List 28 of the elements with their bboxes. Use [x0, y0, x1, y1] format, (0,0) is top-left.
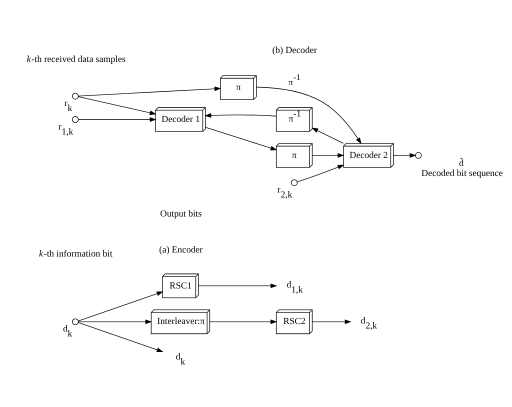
arrow — [205, 126, 278, 150]
arrow — [78, 322, 164, 352]
arrow — [78, 86, 222, 96]
arrow — [312, 152, 344, 158]
node-circle — [72, 92, 79, 100]
arrow — [204, 112, 277, 118]
arrow — [78, 96, 156, 115]
arrow — [311, 127, 344, 144]
arrow — [209, 318, 278, 324]
node-circle — [72, 116, 79, 122]
label: k-th information bit — [39, 248, 112, 259]
node-label: d̄ — [458, 158, 464, 168]
label: (a) Encoder — [159, 244, 203, 255]
node-circle — [415, 152, 422, 158]
arrow — [297, 164, 344, 182]
label: (b) Decoder — [272, 45, 317, 56]
node-circle — [290, 178, 298, 186]
arrow — [312, 318, 352, 324]
label: Output bits — [160, 208, 202, 219]
arrow — [78, 291, 164, 321]
label: k-th received data samples — [26, 54, 126, 65]
arrow — [78, 318, 152, 324]
arrow — [256, 86, 362, 144]
node-label: Decoded bit sequence — [421, 168, 503, 178]
arrow — [78, 116, 156, 122]
arrow — [393, 152, 416, 158]
node-circle — [72, 318, 79, 325]
arrow — [198, 283, 278, 288]
